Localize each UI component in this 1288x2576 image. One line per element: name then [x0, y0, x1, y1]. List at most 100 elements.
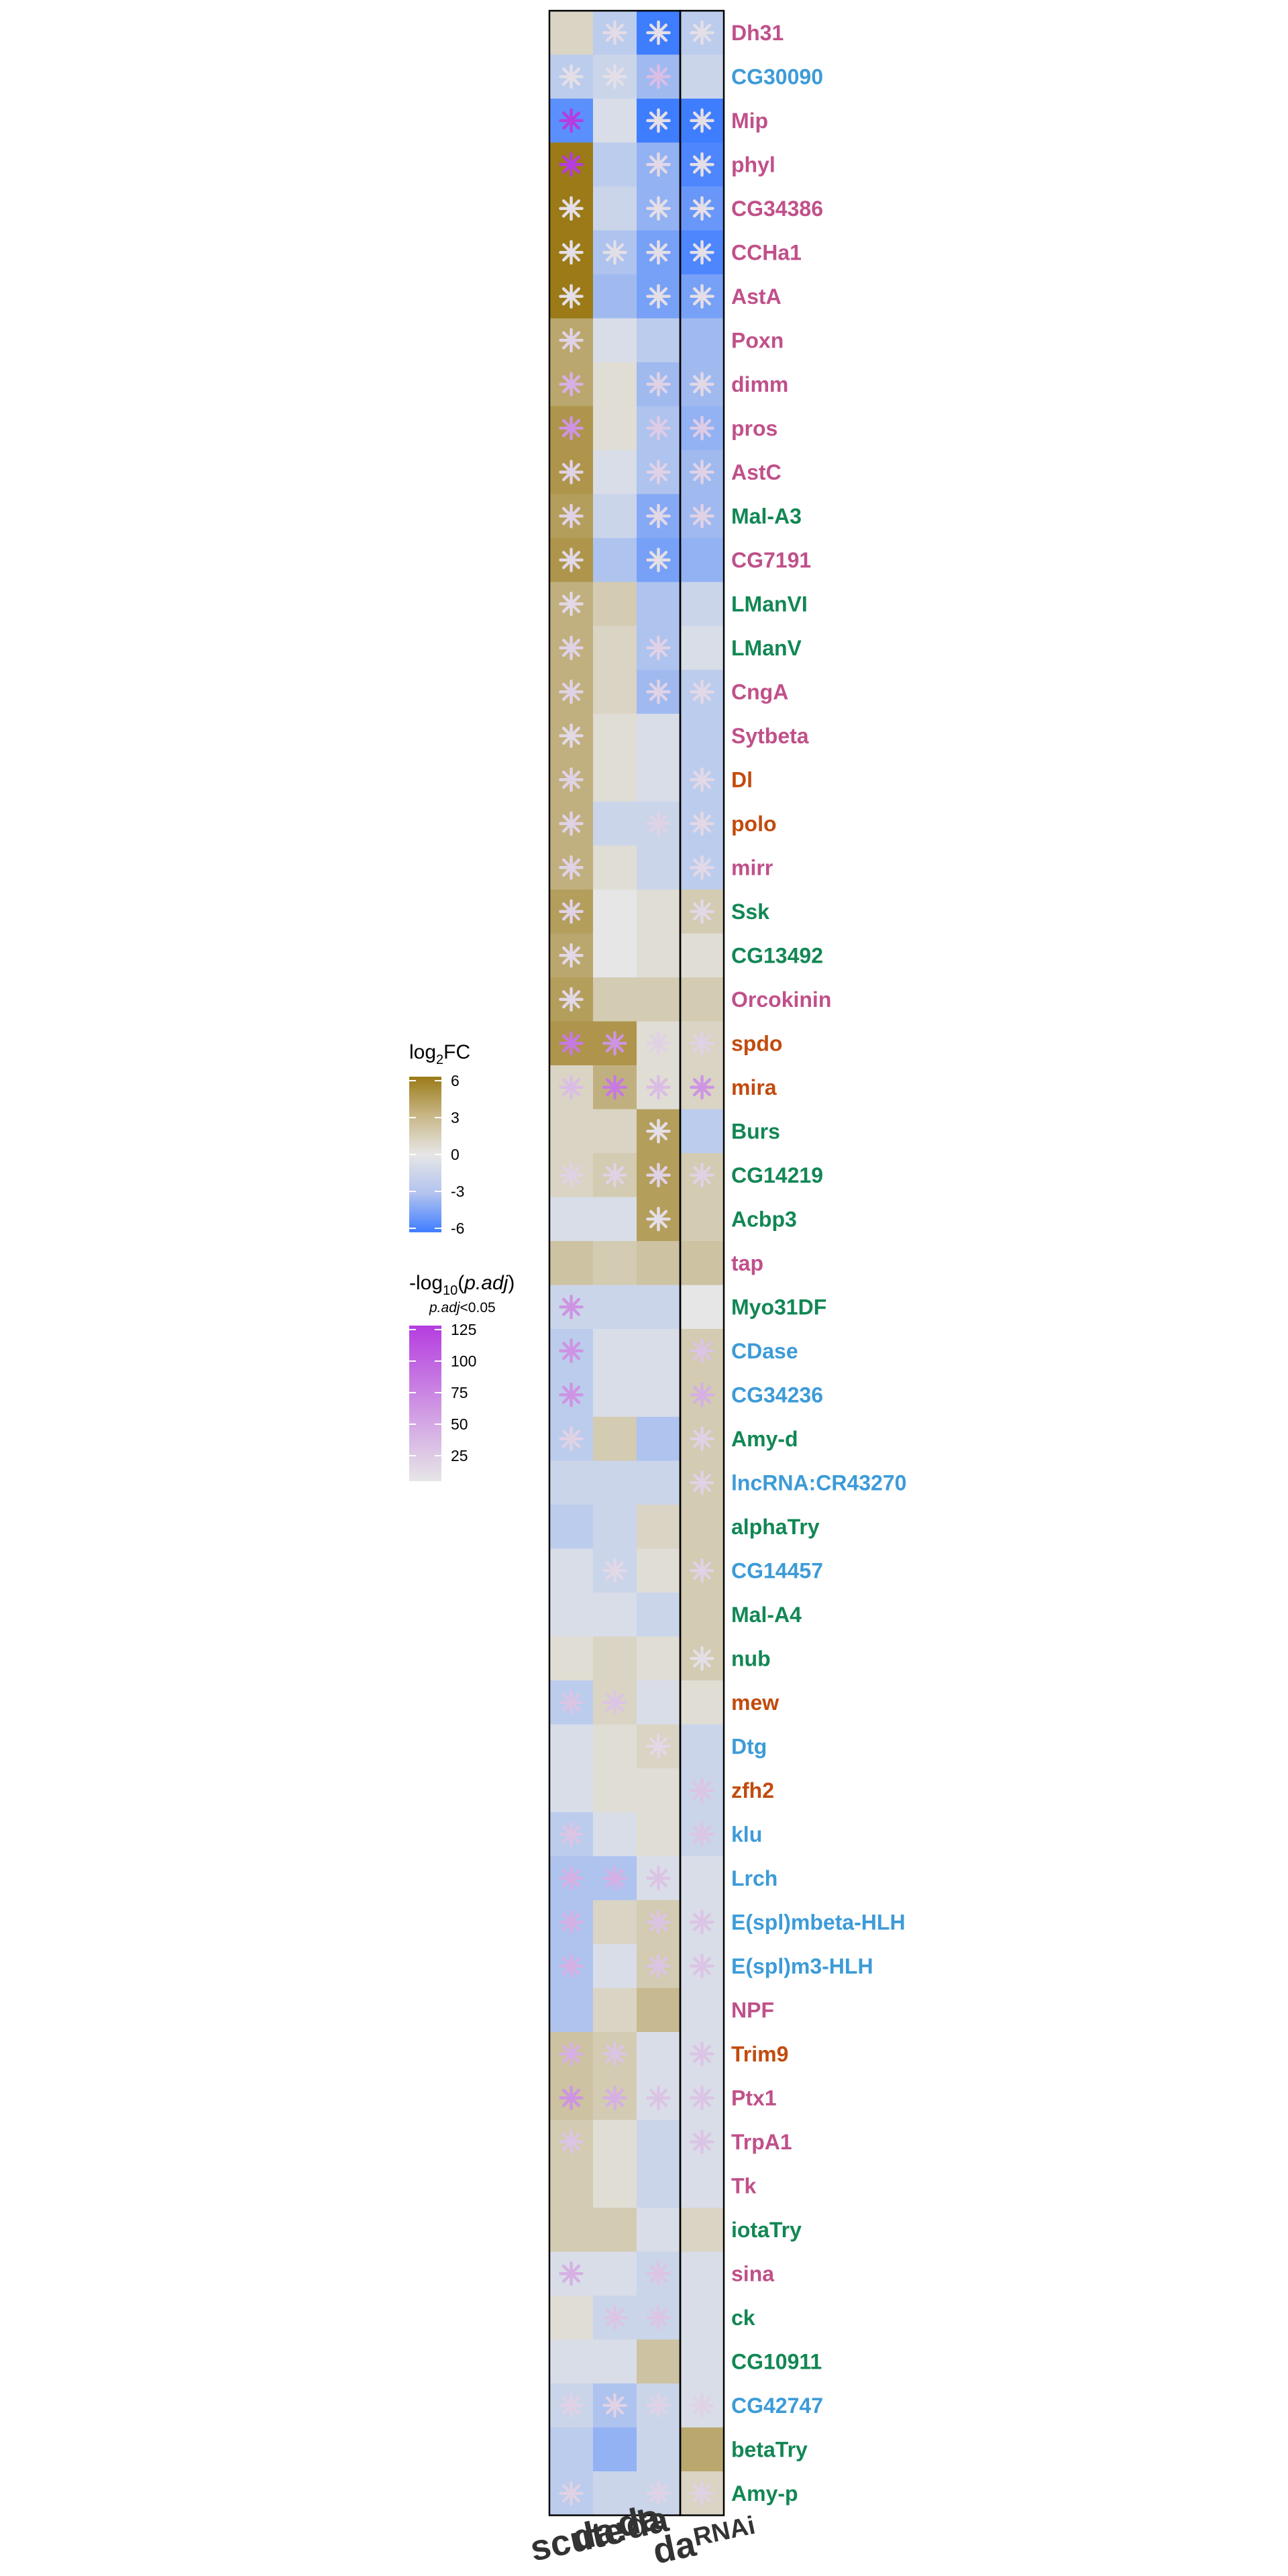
significance-asterisk	[690, 416, 714, 441]
significance-asterisk	[602, 20, 627, 45]
heatmap-cell	[593, 1417, 637, 1462]
significance-asterisk	[690, 680, 714, 704]
heatmap-cell	[680, 538, 724, 583]
significance-asterisk	[559, 1295, 584, 1320]
gene-label: dimm	[731, 372, 788, 396]
significance-asterisk	[690, 372, 714, 396]
significance-asterisk	[690, 1822, 714, 1847]
significance-asterisk	[646, 1031, 671, 1056]
significance-asterisk	[559, 64, 584, 89]
heatmap-cell	[549, 1548, 594, 1593]
significance-asterisk	[602, 1075, 627, 1099]
heatmap-cell	[549, 1197, 594, 1242]
heatmap-cell	[549, 2163, 594, 2208]
heatmap-cell	[637, 1373, 681, 1417]
heatmap-cell	[637, 2208, 681, 2253]
legend-tick-label: 125	[451, 1321, 476, 1338]
heatmap-cell	[593, 714, 637, 759]
gene-label: CG34236	[731, 1383, 823, 1407]
significance-asterisk	[559, 416, 584, 441]
heatmap-cell	[680, 714, 724, 759]
significance-asterisk	[602, 1866, 627, 1890]
heatmap-cell	[637, 977, 681, 1022]
significance-asterisk	[602, 240, 627, 265]
significance-asterisk	[690, 504, 714, 529]
heatmap-cell	[549, 1593, 594, 1638]
significance-asterisk	[559, 504, 584, 529]
significance-asterisk	[559, 635, 584, 660]
gene-label: Tk	[731, 2174, 757, 2198]
significance-asterisk	[559, 2041, 584, 2066]
gene-label: Acbp3	[731, 1207, 797, 1231]
heatmap-cell	[593, 318, 637, 363]
gene-label: CDase	[731, 1339, 798, 1363]
significance-asterisk	[559, 1690, 584, 1715]
heatmap-cell	[680, 2427, 724, 2472]
significance-asterisk	[690, 855, 714, 880]
gene-label: TrpA1	[731, 2130, 792, 2154]
significance-asterisk	[646, 108, 671, 133]
heatmap-cell	[593, 406, 637, 451]
significance-asterisk	[559, 592, 584, 616]
heatmap-cell	[549, 2208, 594, 2253]
significance-asterisk	[690, 108, 714, 133]
significance-asterisk	[559, 1338, 584, 1363]
heatmap-cell	[637, 1241, 681, 1286]
gene-label: NPF	[731, 1998, 774, 2022]
gene-label: Mal-A3	[731, 504, 802, 528]
gene-label: CCHa1	[731, 240, 802, 264]
significance-asterisk	[646, 680, 671, 704]
heatmap-cell	[593, 626, 637, 671]
significance-asterisk	[559, 2393, 584, 2418]
gene-label: Dl	[731, 767, 753, 792]
heatmap-cell	[680, 2251, 724, 2296]
heatmap-cell	[680, 318, 724, 363]
gene-label: Trim9	[731, 2042, 788, 2066]
significance-asterisk	[690, 767, 714, 792]
heatmap-cell	[680, 1856, 724, 1901]
heatmap-cell	[680, 1593, 724, 1638]
heatmap-cell	[593, 933, 637, 978]
significance-asterisk	[559, 2129, 584, 2154]
heatmap-cell	[593, 494, 637, 539]
heatmap-cell	[593, 757, 637, 802]
heatmap-cell	[637, 1593, 681, 1638]
heatmap-cell	[593, 582, 637, 627]
frame-rnai	[679, 9, 725, 2516]
legend-tick-label: -6	[451, 1220, 464, 1237]
heatmap-cell	[549, 1988, 594, 2033]
heatmap-cell	[680, 2208, 724, 2253]
significance-asterisk	[646, 547, 671, 572]
significance-asterisk	[559, 1383, 584, 1407]
significance-asterisk	[559, 811, 584, 836]
legend-sig-colorbar	[409, 1326, 441, 1481]
significance-asterisk	[690, 811, 714, 836]
heatmap-cell	[637, 757, 681, 802]
significance-asterisk	[690, 196, 714, 221]
heatmap-cell	[637, 2163, 681, 2208]
significance-asterisk	[690, 1646, 714, 1671]
significance-asterisk	[602, 1031, 627, 1056]
heatmap-cell	[637, 1460, 681, 1505]
significance-asterisk	[559, 767, 584, 792]
significance-asterisk	[559, 372, 584, 396]
heatmap-cell	[593, 977, 637, 1022]
significance-asterisk	[559, 284, 584, 309]
significance-asterisk	[690, 152, 714, 177]
heatmap-cell	[593, 142, 637, 187]
heatmap-cell	[680, 1285, 724, 1330]
significance-asterisk	[690, 240, 714, 265]
heatmap-cell	[593, 1285, 637, 1330]
significance-asterisk	[559, 987, 584, 1012]
heatmap-cell	[680, 582, 724, 627]
heatmap-cell	[637, 890, 681, 934]
significance-asterisk	[690, 2129, 714, 2154]
significance-asterisk	[646, 372, 671, 396]
heatmap-cell	[637, 1988, 681, 2033]
significance-asterisk	[646, 152, 671, 177]
gene-label: Mal-A4	[731, 1603, 802, 1627]
significance-asterisk	[559, 943, 584, 968]
legend-log2fc: log2FC 630-3-6	[409, 1041, 470, 1237]
